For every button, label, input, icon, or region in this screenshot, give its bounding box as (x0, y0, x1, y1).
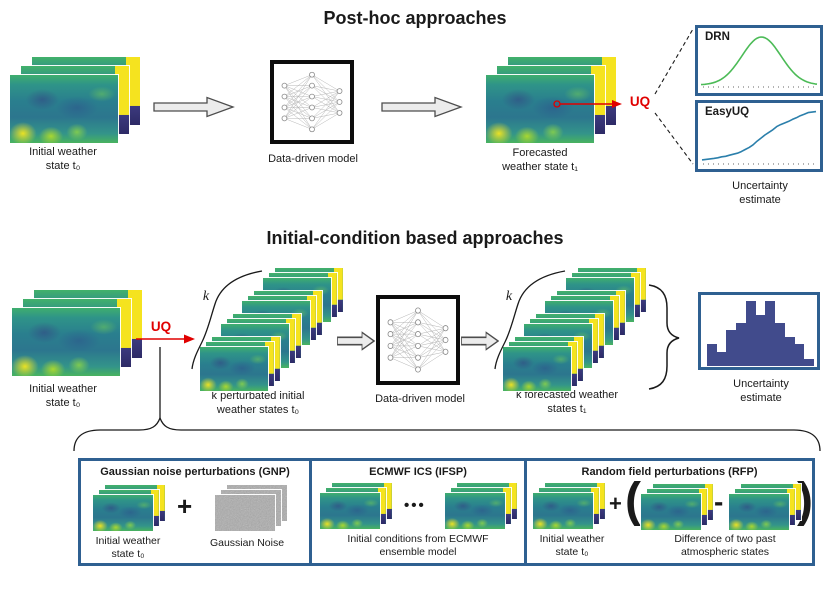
histogram-bar (755, 315, 766, 366)
noise-image-layer (215, 495, 275, 531)
uq-label-mid: UQ (150, 319, 172, 334)
weather-image-layer (445, 493, 505, 529)
uncertainty-histogram (698, 292, 820, 370)
weather-state-stack (503, 337, 583, 391)
gnp-right-label: Gaussian Noise (209, 537, 285, 549)
gnp-title: Gaussian noise perturbations (GNP) (100, 466, 290, 478)
drn-plot: DRN (695, 25, 823, 96)
histogram-bar (775, 322, 785, 366)
weather-image-layer (200, 347, 268, 391)
methods-brace (73, 416, 821, 452)
weather-state-stack (533, 483, 605, 529)
rfp-right-label: Difference of two past atmospheric state… (674, 533, 776, 558)
plus-operator: + (177, 491, 193, 521)
gnp-left-label: Initial weather state t₀ (95, 535, 161, 560)
forecast-label-top: Forecasted weather state t₁ (502, 147, 578, 173)
weather-state-stack (641, 484, 713, 530)
histogram-bar (784, 337, 795, 366)
ellipsis-dots: ••• (404, 497, 426, 514)
block-arrow-icon (153, 96, 235, 118)
method-box-ifsp: ECMWF ICS (IFSP) ••• Initial conditions … (309, 458, 527, 566)
perturbed-states-stack-group (200, 267, 343, 391)
weather-state-stack (200, 337, 280, 391)
posthoc-title: Post-hoc approaches (323, 8, 507, 28)
histogram-bar (745, 301, 756, 366)
model-label-top: Data-driven model (268, 153, 358, 165)
drn-curve (700, 36, 818, 88)
weather-image-layer (729, 494, 789, 530)
plus-operator: + (609, 491, 622, 516)
histogram-bar (716, 351, 727, 366)
forecasted-weather-stack-top (486, 57, 616, 143)
uq-label-top: UQ (629, 94, 651, 109)
ifsp-title: ECMWF ICS (IFSP) (369, 466, 467, 478)
initial-weather-label-mid: Initial weather state t₀ (29, 383, 97, 409)
initial-weather-stack-top (10, 57, 140, 143)
histogram-bar (765, 301, 776, 366)
block-arrow-icon (337, 331, 375, 351)
gaussian-noise-stack (215, 485, 287, 531)
weather-image-layer (503, 347, 571, 391)
histogram-bar (804, 358, 815, 366)
rfp-title: Random field perturbations (RFP) (581, 466, 758, 478)
neural-network-icon (281, 71, 343, 133)
ifsp-label: Initial conditions from ECMWF ensemble m… (347, 533, 489, 558)
open-paren: ( (625, 474, 641, 527)
drn-plot-label: DRN (705, 31, 730, 43)
dashed-line-to-drn (654, 28, 694, 95)
weather-image-layer (93, 495, 153, 531)
model-label-mid: Data-driven model (375, 393, 465, 405)
ensemble-brace (648, 284, 680, 390)
weather-image-layer (12, 308, 120, 376)
weather-image-layer (320, 493, 380, 529)
forecasted-states-stack-group (503, 267, 646, 391)
minus-operator: - (714, 486, 724, 517)
weather-image-layer (533, 493, 593, 529)
data-driven-model-box-mid (376, 295, 460, 385)
dashed-line-to-easyuq (654, 112, 694, 165)
weather-state-stack (445, 483, 517, 529)
method-box-gnp: Gaussian noise perturbations (GNP) + Ini… (78, 458, 312, 566)
uncertainty-label-top: Uncertainty estimate (732, 180, 788, 206)
easyuq-plot-label: EasyUQ (705, 106, 750, 118)
histogram-bar (736, 322, 746, 366)
initial-weather-stack-mid (12, 290, 142, 376)
uncertainty-label-mid: Uncertainty estimate (733, 378, 789, 404)
neural-network-icon (387, 307, 449, 373)
forecasted-states-label: k forecasted weather states t₁ (515, 389, 619, 415)
weather-state-stack (93, 485, 165, 531)
weather-image-layer (10, 75, 118, 143)
initcond-title: Initial-condition based approaches (266, 228, 564, 248)
perturbed-states-label: k perturbated initial weather states t₀ (211, 390, 305, 416)
weather-state-stack (320, 483, 392, 529)
block-arrow-icon (461, 331, 499, 351)
histogram-bar (707, 344, 717, 366)
initial-weather-label-top: Initial weather state t₀ (29, 146, 97, 172)
weather-state-stack (729, 484, 801, 530)
weather-image-layer (486, 75, 594, 143)
easyuq-curve (701, 110, 817, 165)
histogram-bar (726, 329, 737, 366)
histogram-bar (794, 344, 805, 366)
weather-image-layer (641, 494, 701, 530)
method-box-rfp: Random field perturbations (RFP) + ( - )… (524, 458, 815, 566)
data-driven-model-box-top (270, 60, 354, 144)
histogram-bars (707, 301, 815, 366)
block-arrow-icon (381, 96, 463, 118)
rfp-left-label: Initial weather state t₀ (539, 533, 605, 558)
uq-arrowhead-mid (184, 334, 195, 344)
easyuq-plot: EasyUQ (695, 100, 823, 172)
